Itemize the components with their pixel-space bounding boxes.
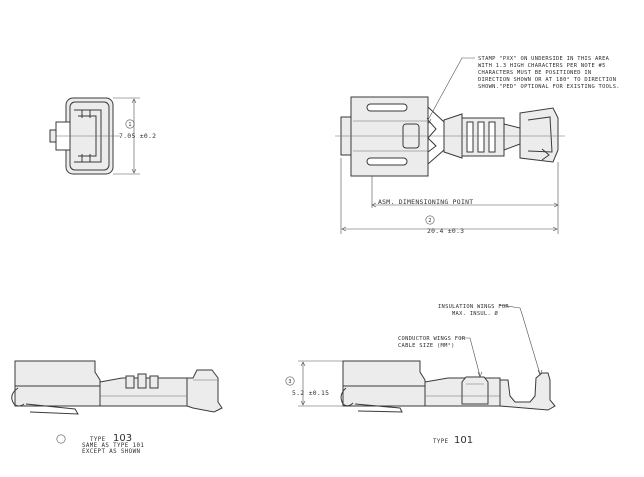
length-dimension: ASM. DIMENSIONING POINT 2 20.4 ±0.3: [340, 158, 559, 235]
height-dimension: 1 7.05 ±0.2: [113, 97, 156, 175]
side-height-value: 5.2 ±0.15: [292, 389, 329, 397]
stamp-note-line-5: SHOWN."PED" OPTIONAL FOR EXISTING TOOLS.: [478, 84, 620, 90]
side-height-bubble: [285, 376, 295, 386]
type-103-bubble: [56, 434, 66, 444]
side-height-dimension: 3 5.2 ±0.15: [285, 360, 343, 407]
type-101-prefix: TYPE: [433, 439, 449, 445]
type-101-label: TYPE 101: [433, 435, 473, 446]
insulation-callout-line-1: INSULATION WINGS FOR: [438, 304, 509, 310]
side-view-type-101: [340, 360, 556, 413]
type-103-label: TYPE 103 SAME AS TYPE 101 EXCEPT AS SHOW…: [56, 433, 144, 455]
length-dimension-value: 20.4 ±0.3: [427, 227, 464, 235]
height-bubble: [125, 119, 135, 129]
stamp-note-line-3: CHARACTERS MUST BE POSITIONED IN: [478, 70, 591, 76]
conductor-callout-line-2: CABLE SIZE (MM²): [398, 342, 455, 349]
type-101-number: 101: [454, 435, 473, 446]
conductor-callout-line-1: CONDUCTOR WINGS FOR: [398, 336, 466, 342]
end-view: [49, 97, 120, 175]
top-view: [335, 96, 565, 177]
type-103-note-line-2: EXCEPT AS SHOWN: [82, 449, 140, 455]
conductor-callout: CONDUCTOR WINGS FOR CABLE SIZE (MM²): [398, 336, 466, 349]
callout-leaders: [460, 304, 543, 378]
stamp-note-line-2: WITH 1.3 HIGH CHARACTERS PER NOTE #5: [478, 63, 606, 69]
stamp-note: STAMP "PXX" ON UNDERSIDE IN THIS AREA WI…: [478, 56, 620, 90]
stamp-note-line-4: DIRECTION SHOWN OR AT 180° TO DIRECTION: [478, 77, 616, 83]
height-dimension-value: 7.05 ±0.2: [119, 132, 156, 140]
insulation-callout: INSULATION WINGS FOR MAX. INSUL. Ø: [438, 304, 509, 317]
length-bubble: [425, 215, 435, 225]
type-103-prefix: TYPE: [90, 437, 106, 443]
type-103-note-line-1: SAME AS TYPE 101: [82, 443, 144, 449]
length-bubble-label: 2: [428, 218, 431, 224]
side-height-bubble-label: 3: [288, 379, 291, 385]
stamp-note-line-1: STAMP "PXX" ON UNDERSIDE IN THIS AREA: [478, 56, 610, 62]
type-103-number: 103: [113, 433, 132, 444]
height-bubble-label: 1: [128, 122, 131, 128]
side-view-type-103: [11, 360, 223, 415]
stamp-leader: [426, 57, 475, 124]
asm-dimensioning-label: ASM. DIMENSIONING POINT: [378, 198, 473, 206]
insulation-callout-line-2: MAX. INSUL. Ø: [452, 310, 499, 317]
